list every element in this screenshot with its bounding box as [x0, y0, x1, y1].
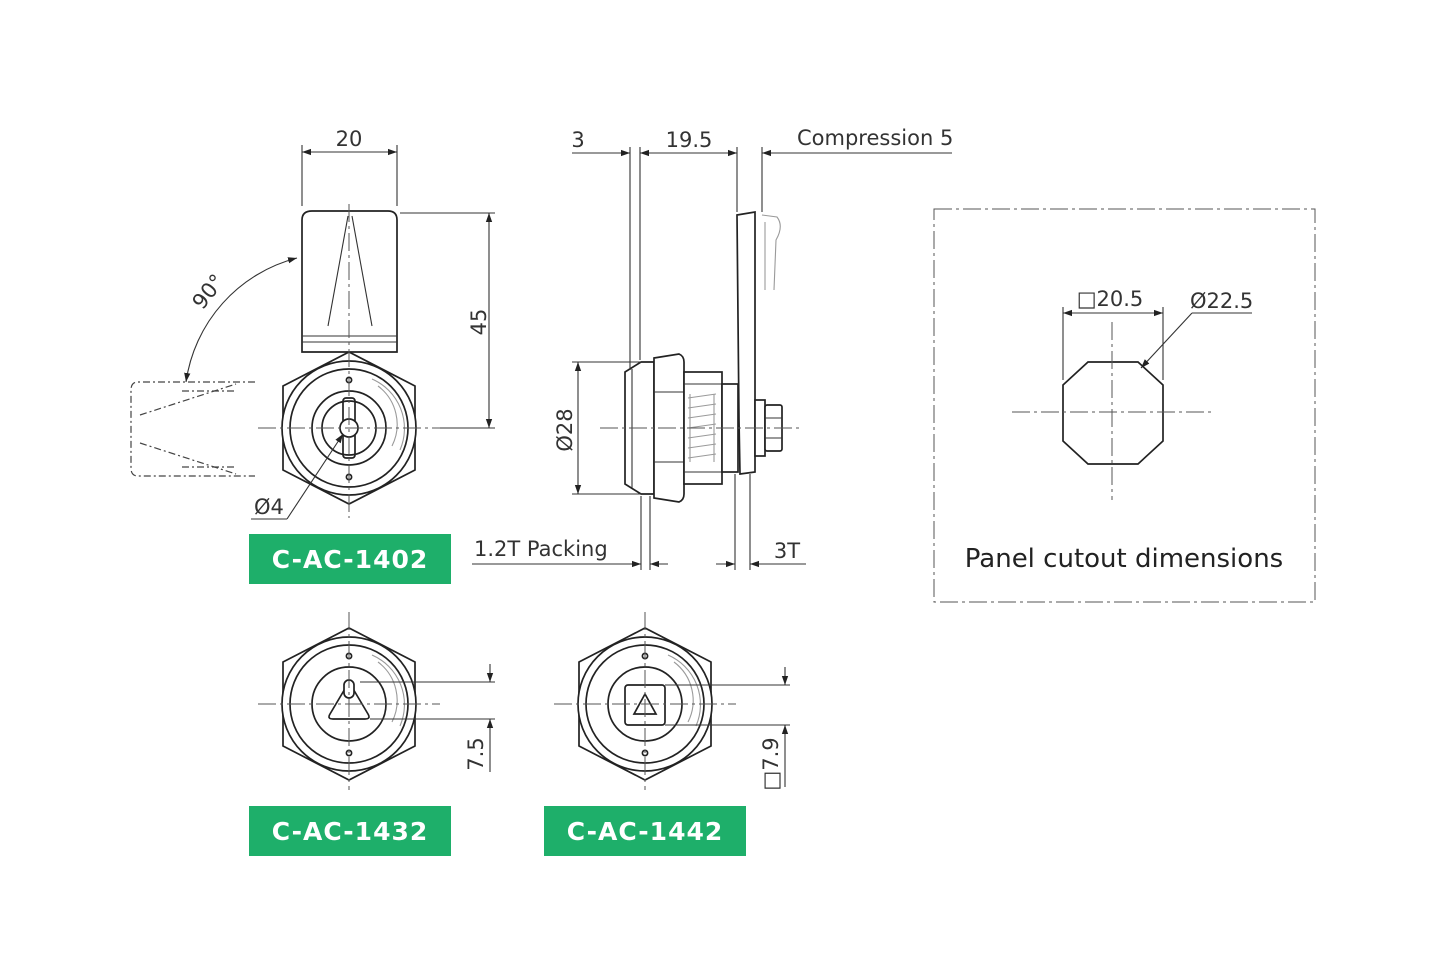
triangle-key-view: 7.5 C-AC-1432 [249, 612, 495, 856]
dim-left: 3 [571, 128, 584, 152]
dim-compression: Compression 5 [797, 126, 953, 150]
part-badge-1402 [249, 534, 451, 584]
dim-angle: 90° [188, 270, 230, 314]
part-badge-1442 [544, 806, 746, 856]
dim-square: □7.9 [759, 737, 783, 790]
part-label-1442: C-AC-1442 [567, 817, 724, 846]
dim-packing: 1.2T Packing [474, 537, 608, 561]
cutout-caption: Panel cutout dimensions [965, 544, 1283, 574]
cutout-shape [1062, 361, 1164, 465]
part-label-1402: C-AC-1402 [272, 545, 429, 574]
rotated-lever-ghost [130, 381, 255, 477]
triangle-key-face [328, 680, 370, 720]
front-view: 20 45 90° Ø4 C-AC-1402 [130, 127, 495, 584]
dim-cutout-square: □20.5 [1077, 287, 1144, 311]
square-key-view: □7.9 C-AC-1442 [544, 612, 790, 856]
dim-diameter: Ø28 [553, 408, 577, 451]
dim-thickness: 3T [774, 539, 800, 563]
side-view: 3 19.5 Compression 5 Ø28 1.2T Packing 3T [472, 126, 953, 570]
dim-triangle: 7.5 [464, 737, 488, 770]
dim-height: 45 [467, 309, 491, 336]
panel-cutout-view: □20.5 Ø22.5 Panel cutout dimensions [933, 208, 1316, 603]
dim-cutout-diameter: Ø22.5 [1190, 289, 1253, 313]
dim-width: 20 [336, 127, 363, 151]
lever-side [736, 210, 756, 475]
dim-mid: 19.5 [666, 128, 713, 152]
part-badge-1432 [249, 806, 451, 856]
cutout-frame [933, 208, 1316, 603]
dim-hole: Ø4 [254, 495, 284, 519]
part-label-1432: C-AC-1432 [272, 817, 429, 846]
